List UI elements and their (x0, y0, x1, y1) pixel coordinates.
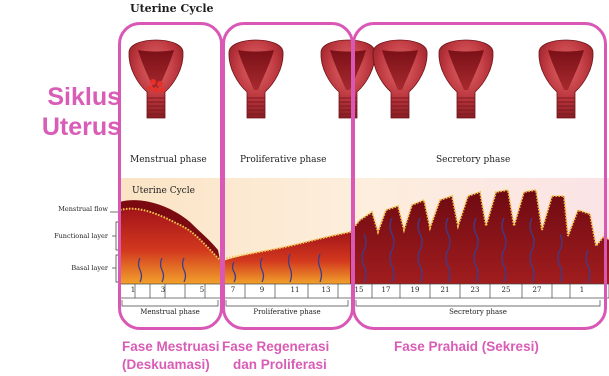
label-functional-layer: Functional layer (24, 232, 108, 240)
caption-regenerasi-line2: dan Proliferasi (233, 357, 327, 372)
caption-menstruasi-line1: Fase Mestruasi (122, 339, 220, 354)
caption-regenerasi-line1: Fase Regenerasi (222, 339, 329, 354)
frame-proliferative-phase (222, 22, 354, 330)
caption-menstruasi-line2: (Deskuamasi) (122, 357, 210, 372)
caption-prahaid: Fase Prahaid (Sekresi) (394, 339, 539, 354)
frame-secretory-phase (352, 22, 607, 330)
label-basal-layer: Basal layer (24, 264, 108, 272)
label-menstrual-flow: Menstrual flow (24, 205, 108, 213)
frame-menstrual-phase (118, 22, 223, 330)
